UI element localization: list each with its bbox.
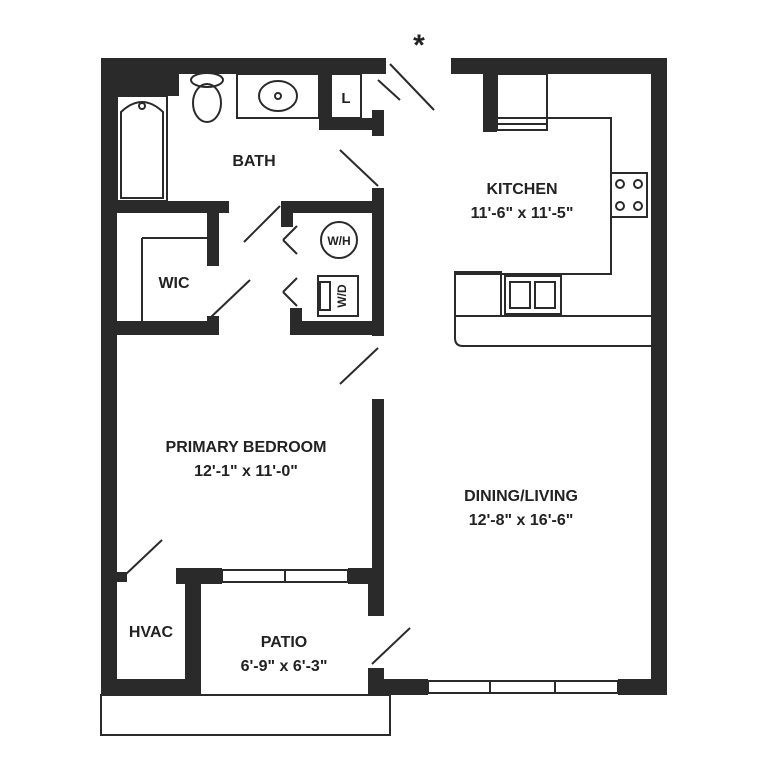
- room-patio-name: PATIO: [261, 634, 308, 651]
- window-living: [427, 680, 619, 694]
- kitchen-sink-basin-left: [509, 281, 531, 309]
- wall-laundry-bottom: [290, 321, 382, 335]
- wall-kitchen-column: [483, 74, 497, 132]
- breakfast-bar: [454, 316, 651, 347]
- patio-slab: [100, 694, 391, 736]
- burner-icon: [615, 201, 625, 211]
- wall-center-lower: [372, 399, 384, 616]
- door-hvac: [123, 539, 163, 577]
- room-primary-bedroom-name: PRIMARY BEDROOM: [166, 439, 327, 456]
- kitchen-sink-basin-right: [534, 281, 556, 309]
- door-wic: [243, 205, 281, 243]
- door-entry-2: [377, 79, 401, 101]
- wall-bottom-living-right: [618, 679, 667, 695]
- wall-hvac-top: [117, 572, 127, 582]
- room-primary-bedroom-size: 12'-1" x 11'-0": [194, 463, 298, 480]
- bathtub-basin: [120, 101, 164, 199]
- room-bath-name: BATH: [232, 153, 275, 170]
- linen-closet-label: L: [341, 90, 350, 107]
- kitchen-sink: [504, 275, 562, 315]
- wall-bedroom-top: [117, 321, 219, 335]
- water-heater: [320, 221, 358, 259]
- wall-top-left: [101, 58, 386, 74]
- walls: [101, 58, 667, 695]
- wall-wic-right-upper: [207, 201, 219, 266]
- dishwasher: [454, 271, 502, 317]
- room-dining-living-name: DINING/LIVING: [464, 488, 578, 505]
- kitchen-counter: [455, 74, 612, 275]
- washer-dryer: [317, 275, 359, 317]
- wall-bath-wic: [117, 201, 229, 213]
- door-patio: [371, 627, 411, 665]
- toilet-bowl: [192, 83, 222, 123]
- wall-tub-top: [117, 74, 179, 96]
- tub-drain-icon: [138, 102, 146, 110]
- toilet-tank: [190, 72, 224, 88]
- windows: [221, 569, 619, 694]
- room-dining-living-size: 12'-8" x 16'-6": [469, 512, 574, 529]
- room-wic-name: WIC: [158, 275, 190, 292]
- washer-dryer-panel: [319, 281, 331, 311]
- wall-patio-left: [185, 568, 201, 695]
- wall-right: [651, 58, 667, 695]
- stove: [610, 172, 648, 218]
- door-wic-2: [209, 279, 251, 319]
- door-entry: [389, 63, 435, 111]
- vanity: [236, 73, 320, 119]
- room-kitchen-name: KITCHEN: [486, 181, 557, 198]
- linen-closet: [330, 73, 362, 119]
- wall-patio-right-lower: [368, 668, 384, 695]
- bathtub: [116, 95, 168, 202]
- wall-center-upper: [372, 188, 384, 336]
- washer-dryer-label: W/D: [335, 284, 349, 308]
- door-laundry-1b: [282, 239, 298, 255]
- wall-top-right: [451, 58, 667, 74]
- door-bath: [339, 149, 379, 187]
- room-kitchen-size: 11'-6" x 11'-5": [471, 205, 574, 222]
- door-bedroom: [339, 347, 379, 385]
- closet-fixtures: [141, 221, 359, 321]
- kitchen-fixtures: [454, 73, 651, 347]
- refrigerator: [496, 73, 548, 131]
- door-laundry-2b: [282, 291, 298, 307]
- water-heater-label: W/H: [327, 234, 350, 248]
- wall-linen-right: [372, 110, 384, 136]
- wall-laundry-top: [281, 201, 382, 213]
- burner-icon: [615, 179, 625, 189]
- room-hvac-name: HVAC: [129, 624, 174, 641]
- wall-laundry-left-top: [281, 201, 293, 227]
- entry-marker: *: [413, 29, 425, 62]
- door-laundry-2: [282, 277, 298, 293]
- sink-basin: [258, 80, 298, 112]
- burner-icon: [633, 201, 643, 211]
- burner-icon: [633, 179, 643, 189]
- wall-linen-bottom: [319, 118, 384, 130]
- sink-faucet-icon: [274, 92, 282, 100]
- wall-bottom-hvac: [101, 679, 201, 695]
- door-laundry-1: [282, 225, 298, 241]
- wall-patio-right-stub: [368, 568, 384, 616]
- bath-fixtures: [116, 72, 362, 202]
- wall-left: [101, 58, 117, 695]
- room-patio-size: 6'-9" x 6'-3": [241, 658, 328, 675]
- doors: [123, 63, 435, 665]
- wall-linen-side: [319, 74, 331, 130]
